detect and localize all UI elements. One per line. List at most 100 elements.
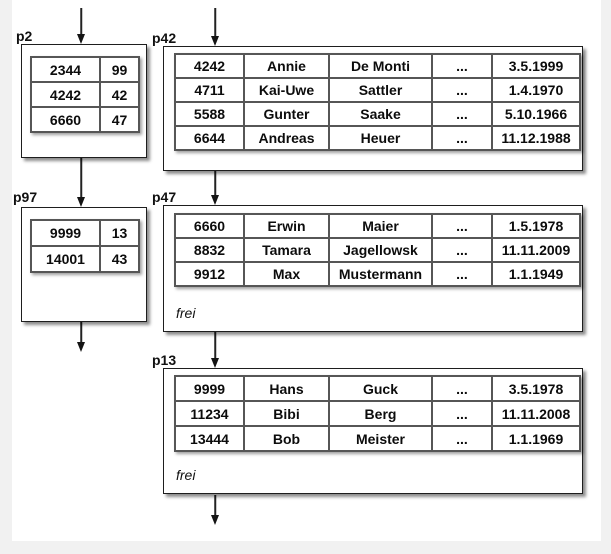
cell-firstname: Max: [243, 261, 330, 287]
cell-date: 11.11.2008: [491, 400, 581, 427]
arrow-p47-to-p13: [210, 332, 220, 368]
arrow-shaft: [214, 8, 216, 37]
cell-firstname: Gunter: [243, 101, 330, 127]
cell-firstname: Andreas: [243, 125, 330, 151]
table-row: 5588 Gunter Saake ... 5.10.1966: [174, 101, 581, 127]
index-table-p97: 9999 13 14001 43: [30, 219, 140, 273]
cell-date: 1.1.1969: [491, 425, 581, 452]
cell-id: 11234: [174, 400, 245, 427]
arrowhead-icon: [211, 358, 219, 368]
table-row: 4242 Annie De Monti ... 3.5.1999: [174, 53, 581, 79]
page-label-p42: p42: [152, 30, 177, 46]
cell-date: 3.5.1978: [491, 375, 581, 402]
free-space-label: frei: [176, 305, 196, 321]
cell-ellipsis: ...: [431, 125, 493, 151]
arrow-p97-out: [76, 322, 86, 352]
cell-ellipsis: ...: [431, 77, 493, 103]
cell-ellipsis: ...: [431, 213, 493, 239]
cell-firstname: Erwin: [243, 213, 330, 239]
cell-date: 1.1.1949: [491, 261, 581, 287]
cell-lastname: Berg: [328, 400, 433, 427]
free-space-label: frei: [176, 467, 196, 483]
cell-lastname: Sattler: [328, 77, 433, 103]
cell-lastname: Saake: [328, 101, 433, 127]
arrowhead-icon: [77, 34, 85, 44]
cell-date: 11.12.1988: [491, 125, 581, 151]
arrow-shaft: [214, 332, 216, 359]
cell-id: 6644: [174, 125, 245, 151]
cell-lastname: Guck: [328, 375, 433, 402]
cell-id: 9999: [174, 375, 245, 402]
arrow-into-p42: [210, 8, 220, 46]
table-row: 9999 13: [30, 219, 140, 247]
cell-id: 6660: [174, 213, 245, 239]
cell-ellipsis: ...: [431, 237, 493, 263]
page-label-p97: p97: [13, 189, 38, 205]
cell-key: 2344: [30, 56, 101, 83]
table-row: 14001 43: [30, 245, 140, 273]
page-label-p47: p47: [152, 189, 177, 205]
cell-id: 8832: [174, 237, 245, 263]
cell-id: 4242: [174, 53, 245, 79]
cell-page-no: 42: [99, 81, 140, 108]
cell-lastname: Maier: [328, 213, 433, 239]
page-box-p2: 2344 99 4242 42 6660 47: [21, 44, 147, 158]
page-label-p13: p13: [152, 352, 177, 368]
arrow-shaft: [80, 8, 82, 35]
cell-date: 5.10.1966: [491, 101, 581, 127]
table-row: 9912 Max Mustermann ... 1.1.1949: [174, 261, 581, 287]
page-box-p47: 6660 Erwin Maier ... 1.5.1978 8832 Tamar…: [163, 205, 583, 332]
cell-page-no: 99: [99, 56, 140, 83]
table-row: 6644 Andreas Heuer ... 11.12.1988: [174, 125, 581, 151]
cell-ellipsis: ...: [431, 261, 493, 287]
table-row: 11234 Bibi Berg ... 11.11.2008: [174, 400, 581, 427]
arrow-p13-out: [210, 495, 220, 525]
arrow-shaft: [214, 171, 216, 196]
table-row: 13444 Bob Meister ... 1.1.1969: [174, 425, 581, 452]
cell-firstname: Bibi: [243, 400, 330, 427]
cell-key: 6660: [30, 106, 101, 133]
cell-id: 4711: [174, 77, 245, 103]
cell-ellipsis: ...: [431, 400, 493, 427]
arrowhead-icon: [211, 195, 219, 205]
index-table-p2: 2344 99 4242 42 6660 47: [30, 56, 140, 133]
cell-firstname: Annie: [243, 53, 330, 79]
cell-date: 1.5.1978: [491, 213, 581, 239]
page-box-p42: 4242 Annie De Monti ... 3.5.1999 4711 Ka…: [163, 46, 583, 171]
cell-page-no: 13: [99, 219, 140, 247]
page-box-p13: 9999 Hans Guck ... 3.5.1978 11234 Bibi B…: [163, 368, 583, 494]
cell-key: 14001: [30, 245, 101, 273]
cell-date: 1.4.1970: [491, 77, 581, 103]
cell-lastname: Mustermann: [328, 261, 433, 287]
cell-lastname: De Monti: [328, 53, 433, 79]
cell-key: 4242: [30, 81, 101, 108]
arrow-into-p2: [76, 8, 86, 44]
table-row: 4711 Kai-Uwe Sattler ... 1.4.1970: [174, 77, 581, 103]
cell-lastname: Heuer: [328, 125, 433, 151]
cell-date: 3.5.1999: [491, 53, 581, 79]
table-row: 6660 47: [30, 106, 140, 133]
cell-id: 9912: [174, 261, 245, 287]
cell-page-no: 43: [99, 245, 140, 273]
cell-firstname: Tamara: [243, 237, 330, 263]
cell-ellipsis: ...: [431, 53, 493, 79]
cell-ellipsis: ...: [431, 375, 493, 402]
cell-key: 9999: [30, 219, 101, 247]
arrow-p42-to-p47: [210, 171, 220, 205]
table-row: 6660 Erwin Maier ... 1.5.1978: [174, 213, 581, 239]
cell-firstname: Bob: [243, 425, 330, 452]
cell-date: 11.11.2009: [491, 237, 581, 263]
cell-id: 5588: [174, 101, 245, 127]
table-row: 4242 42: [30, 81, 140, 108]
data-table-p47: 6660 Erwin Maier ... 1.5.1978 8832 Tamar…: [174, 213, 581, 287]
arrowhead-icon: [211, 515, 219, 525]
data-table-p13: 9999 Hans Guck ... 3.5.1978 11234 Bibi B…: [174, 375, 581, 452]
cell-lastname: Jagellowsk: [328, 237, 433, 263]
arrow-shaft: [214, 495, 216, 516]
cell-lastname: Meister: [328, 425, 433, 452]
arrowhead-icon: [211, 36, 219, 46]
arrow-shaft: [80, 322, 82, 343]
arrowhead-icon: [77, 197, 85, 207]
arrow-p2-to-p97: [76, 158, 86, 207]
